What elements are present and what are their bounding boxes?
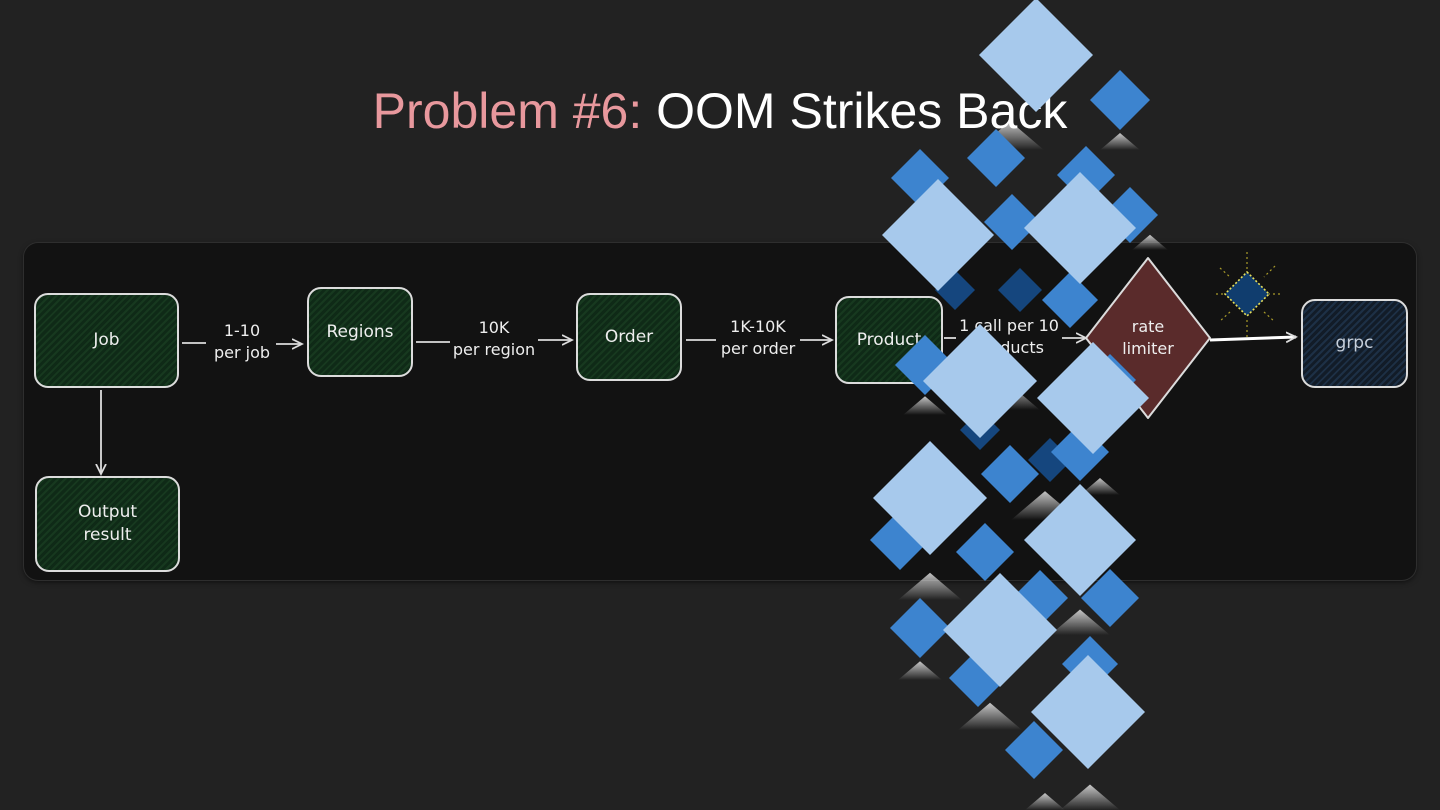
edge-label-product-limiter: 1 call per 10 products — [959, 316, 1059, 357]
node-grpc: grpc — [1301, 299, 1408, 388]
edge-label-regions-order: 10K per region — [452, 318, 536, 359]
sparkle-icon — [1216, 252, 1280, 338]
node-rate-limiter-label: rate limiter — [1122, 317, 1174, 358]
node-regions: Regions — [307, 287, 413, 377]
node-job: Job — [34, 293, 179, 388]
arrow-job-to-regions — [182, 343, 302, 344]
edge-label-order-product: 1K-10K per order — [720, 317, 796, 358]
node-order: Order — [576, 293, 682, 381]
title-prefix: Problem #6: — [372, 83, 657, 139]
node-output-result: Output result — [35, 476, 180, 572]
arrow-limiter-to-grpc — [1209, 337, 1296, 340]
diagram-panel — [24, 243, 1416, 580]
edge-label-job-regions: 1-10 per job — [213, 321, 271, 362]
node-product: Product — [835, 296, 943, 384]
arrow-regions-to-order — [416, 340, 572, 342]
